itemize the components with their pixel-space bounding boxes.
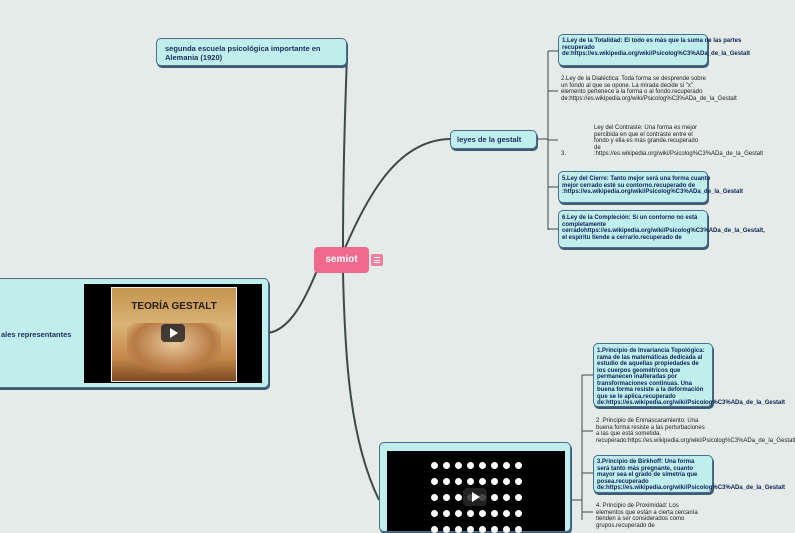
pattern-dot — [455, 526, 462, 533]
subtopic-proximidad[interactable]: 4. Principio de Proximidad: Los elemento… — [596, 503, 698, 529]
pattern-dot — [455, 494, 462, 501]
subtopic-ley-totalidad[interactable]: 1.Ley de la Totalidad: El todo es más qu… — [558, 34, 750, 66]
pattern-dot — [443, 510, 450, 517]
pattern-dot — [467, 510, 474, 517]
play-icon[interactable] — [463, 488, 487, 506]
pattern-dot — [503, 510, 510, 517]
pattern-dot — [515, 526, 522, 533]
topic-principios[interactable] — [379, 442, 571, 533]
pattern-dot — [467, 462, 474, 469]
subtopic-text: 5.Ley del Cierre: Tanto mejor será una f… — [562, 176, 744, 195]
pattern-dot — [491, 478, 498, 485]
pattern-dot — [431, 526, 438, 533]
pattern-dot — [491, 462, 498, 469]
video-thumbnail[interactable]: TEORÍA GESTALT — [84, 284, 262, 383]
topic-representantes[interactable]: ales representantes TEORÍA GESTALT — [0, 278, 269, 388]
topic-escuela-psicologica[interactable]: segunda escuela psicológica importante e… — [156, 38, 347, 66]
pattern-dot — [479, 462, 486, 469]
subtopic-birkhoff[interactable]: 3.Principio de Birkhoff: Una forma será … — [593, 455, 786, 493]
pattern-dot — [515, 478, 522, 485]
pattern-dot — [515, 494, 522, 501]
play-icon[interactable] — [161, 324, 185, 342]
mind-map-canvas: segunda escuela psicológica importante e… — [0, 34, 795, 533]
pattern-dot — [431, 478, 438, 485]
pattern-dot — [443, 526, 450, 533]
pattern-dot — [455, 478, 462, 485]
subtopic-number: 3. — [561, 151, 567, 157]
pattern-dot — [479, 510, 486, 517]
subtopic-text: 1.Ley de la Totalidad: El todo es más qu… — [562, 38, 751, 57]
central-topic[interactable]: semiot — [314, 247, 369, 273]
central-topic-label: semiot — [325, 254, 358, 265]
connector-lines — [267, 50, 593, 520]
pattern-dot — [443, 462, 450, 469]
subtopic-ley-dialectica[interactable]: 2.Ley de la Dialéctica: Toda forma se de… — [561, 76, 737, 102]
topic-leyes-gestalt[interactable]: leyes de la gestalt — [450, 130, 537, 149]
link-central-left — [267, 267, 319, 334]
subtopic-ley-contraste[interactable]: Ley del Contraste: Una forma es mejor pe… — [594, 125, 764, 157]
pattern-dot — [443, 478, 450, 485]
pattern-dot — [491, 494, 498, 501]
link-central-top — [342, 53, 348, 249]
subtopic-text: 6.Ley de la Compleción: Si un contorno n… — [562, 215, 765, 241]
pattern-dot — [491, 526, 498, 533]
topic-label: ales representantes — [1, 330, 72, 339]
subtopic-enmascaramiento[interactable]: 2 .Principio de Enmascaramiento: Una bue… — [596, 418, 795, 444]
pattern-dot — [455, 510, 462, 517]
pattern-dot — [455, 462, 462, 469]
pattern-dot — [515, 462, 522, 469]
pattern-dot — [479, 526, 486, 533]
pattern-dot — [503, 478, 510, 485]
pattern-dot — [431, 494, 438, 501]
pattern-dot — [431, 510, 438, 517]
pattern-dot — [503, 462, 510, 469]
pattern-dot — [467, 526, 474, 533]
pattern-dot — [479, 478, 486, 485]
subtopic-ley-cierre[interactable]: 5.Ley del Cierre: Tanto mejor será una f… — [558, 171, 743, 203]
pattern-dot — [503, 494, 510, 501]
note-icon[interactable] — [371, 254, 383, 266]
video-title: TEORÍA GESTALT — [131, 301, 217, 312]
subtopic-ley-complecion[interactable]: 6.Ley de la Compleción: Si un contorno n… — [558, 210, 765, 248]
topic-label: segunda escuela psicológica importante e… — [165, 44, 321, 62]
pattern-dot — [431, 462, 438, 469]
pattern-dot — [503, 526, 510, 533]
pattern-dot — [443, 494, 450, 501]
subtopic-invariancia-topologica[interactable]: 1.Principio de Invariancia Topológica: r… — [593, 343, 786, 407]
link-bottom-bracket — [571, 375, 583, 520]
topic-label: leyes de la gestalt — [457, 135, 522, 144]
link-central-gestalt — [344, 138, 451, 249]
subtopic-text: 1.Principio de Invariancia Topológica: r… — [597, 348, 786, 406]
pattern-dot — [491, 510, 498, 517]
pattern-dot — [467, 478, 474, 485]
subtopic-text: 3.Principio de Birkhoff: Una forma será … — [597, 459, 786, 491]
link-central-bottom — [342, 272, 380, 501]
pattern-dot — [515, 510, 522, 517]
video-thumbnail[interactable] — [387, 451, 565, 533]
link-gestalt-bracket — [537, 51, 549, 230]
